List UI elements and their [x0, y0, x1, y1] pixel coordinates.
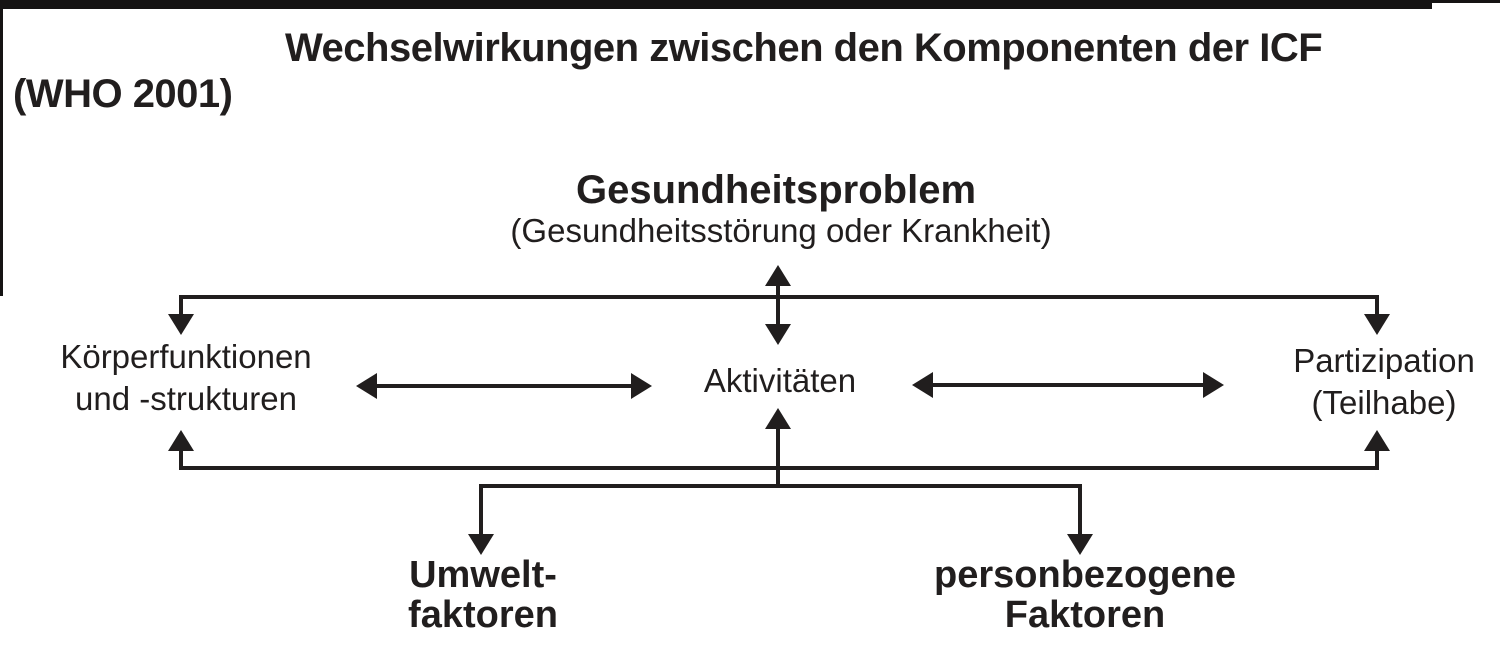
arrow-activities-participation — [912, 372, 1224, 398]
node-health-problem: Gesundheitsproblem — [575, 168, 977, 212]
diagram-title-line1: Wechselwirkungen zwischen den Komponente… — [285, 26, 1323, 70]
node-participation-line1: Partizipation — [1293, 342, 1475, 379]
diagram-title-line2: (WHO 2001) — [13, 72, 233, 116]
node-environmental-factors-line1: Umwelt- — [409, 554, 557, 596]
node-participation-line2: (Teilhabe) — [1311, 384, 1457, 421]
node-body-functions-line1: Körperfunktionen — [60, 338, 312, 375]
node-personal-factors-line2: Faktoren — [1004, 594, 1166, 636]
arrow-bodyfunctions-activities — [356, 373, 652, 399]
scan-artifact-top-bar — [0, 0, 1432, 9]
node-environmental-factors-line2: faktoren — [408, 594, 558, 636]
node-personal-factors-line1: personbezogene — [934, 554, 1236, 596]
node-environmental-factors: Umwelt-faktoren — [408, 555, 558, 635]
arrow-health-problem-activities — [765, 265, 791, 345]
arrow-factors-activities — [765, 408, 791, 486]
scan-artifact-left-edge-line — [0, 0, 3, 296]
node-health-problem-subtitle: (Gesundheitsstörung oder Krankheit) — [510, 212, 1052, 249]
node-body-functions-line2: und -strukturen — [75, 380, 297, 417]
node-activities: Aktivitäten — [703, 362, 857, 399]
node-body-functions: Körperfunktionen und -strukturen — [60, 336, 311, 420]
node-participation: Partizipation (Teilhabe) — [1293, 340, 1475, 424]
scan-artifact-top-bar-right — [1432, 0, 1500, 3]
arrow-top-bus — [168, 295, 1390, 335]
arrow-factors-bus — [468, 484, 1093, 555]
